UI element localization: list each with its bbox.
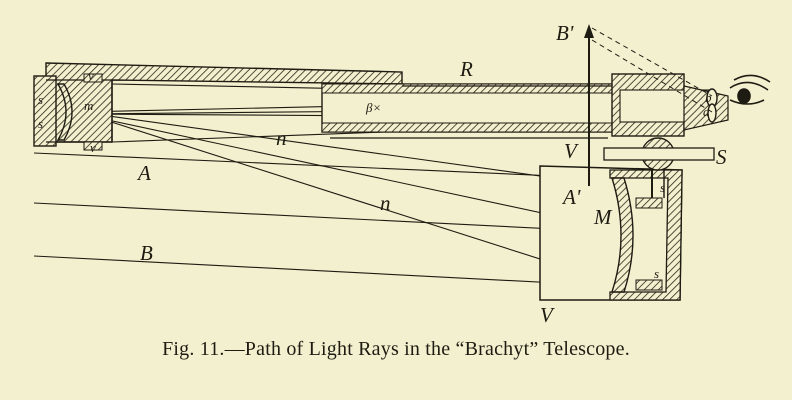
eye-lid-upper: [729, 81, 769, 91]
label-v-bottom: v: [90, 140, 96, 155]
left-end-cap: [33, 73, 113, 151]
label-s-left-bottom: s: [38, 116, 43, 131]
label-a: a: [703, 104, 710, 119]
left-housing: [33, 75, 57, 147]
telescope-diagram: B' R b a β× m v v s s n n A B V V S A' M…: [33, 21, 771, 327]
label-s-right-bottom: s: [654, 266, 659, 281]
image-arrow-head: [584, 24, 594, 38]
label-V-bottom: V: [540, 303, 555, 327]
label-beta: β×: [365, 100, 381, 115]
mount-S: [603, 137, 715, 171]
mount-bar: [603, 147, 715, 161]
label-M: M: [593, 205, 613, 229]
mirror-box: [539, 160, 683, 301]
dashed-line-1: [591, 27, 713, 97]
mirror-M: [611, 177, 634, 293]
field-lens-a: [707, 103, 717, 123]
tube-R: [45, 62, 729, 143]
ray-reflect-2: [79, 113, 613, 229]
ray-A: [33, 152, 601, 179]
label-R: R: [459, 57, 473, 81]
screw-s-upper: [635, 197, 663, 209]
label-S: S: [716, 145, 727, 169]
label-m: m: [84, 98, 93, 113]
ray-mid: [33, 202, 616, 233]
label-n-lower: n: [380, 191, 391, 215]
label-B-prime: B': [556, 21, 574, 45]
labels: B' R b a β× m v v s s n n A B V V S A' M…: [38, 21, 727, 327]
screw-v-bottom: [83, 141, 103, 151]
label-A-prime: A': [561, 185, 581, 209]
image-construction: [584, 24, 713, 186]
label-n-upper: n: [276, 126, 287, 150]
screw-s-lower: [635, 279, 663, 291]
eye-iris: [737, 88, 751, 104]
eye-brow: [733, 74, 771, 83]
ray-B: [33, 255, 616, 287]
label-b: b: [705, 90, 712, 105]
ray-reflect-3: [79, 111, 613, 187]
screw-v-top: [83, 73, 103, 83]
label-s-right-top: s: [660, 180, 665, 195]
label-v-top: v: [88, 68, 94, 83]
eye-icon: [729, 74, 771, 105]
label-B: B: [140, 241, 153, 265]
mirror-box-frame: [609, 169, 683, 301]
eye-lid-lower: [729, 99, 765, 105]
label-A: A: [136, 161, 151, 185]
figure-caption: Fig. 11.—Path of Light Rays in the “Brac…: [162, 338, 630, 360]
mirror-m: [56, 83, 73, 141]
inner-tube-bottom-wall: [321, 122, 617, 133]
label-V-top: V: [564, 139, 579, 163]
label-s-left-top: s: [38, 92, 43, 107]
